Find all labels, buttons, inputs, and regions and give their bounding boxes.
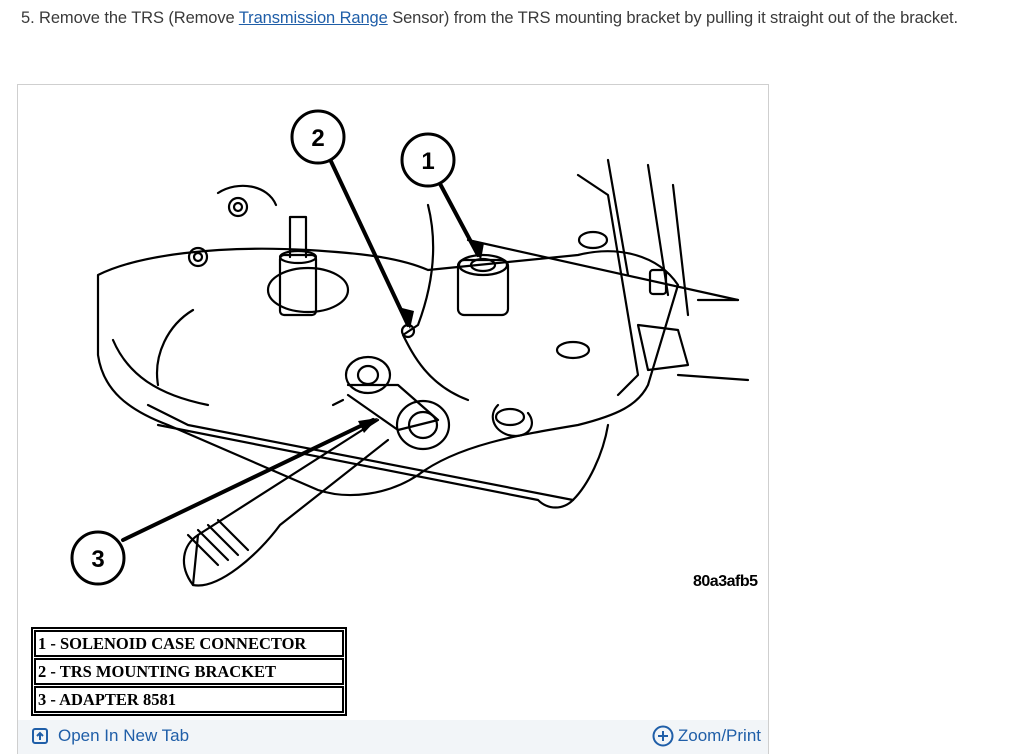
solenoid-case-connector <box>456 258 510 317</box>
zoom-plus-icon <box>652 725 674 747</box>
legend-row: 3 - ADAPTER 8581 <box>34 686 344 713</box>
trs-sensor <box>344 355 392 395</box>
step-instruction: 5. Remove the TRS (Remove Transmission R… <box>21 9 958 28</box>
legend-row: 1 - SOLENOID CASE CONNECTOR <box>34 630 344 657</box>
figure-frame: 2 1 3 80a3afb5 1 - SOLENOID CASE CONNECT… <box>17 84 769 754</box>
zoom-print-label: Zoom/Print <box>677 726 761 745</box>
callout-3-label: 3 <box>91 546 104 573</box>
callout-circles: 2 1 3 <box>70 109 456 586</box>
transmission-range-link[interactable]: Transmission Range <box>238 9 388 27</box>
step-text-prefix: 5. Remove the TRS (Remove <box>21 9 239 27</box>
trs-mounting-bracket <box>401 203 470 402</box>
open-in-new-tab-button[interactable]: Open In New Tab <box>32 726 189 746</box>
zoom-print-button[interactable]: Zoom/Print <box>652 725 761 747</box>
right-plate <box>576 173 640 397</box>
figure-toolbar: Open In New Tab Zoom/Print <box>18 720 768 754</box>
figure-code: 80a3afb5 <box>693 573 758 590</box>
callout-1-label: 1 <box>421 148 434 175</box>
legend-row: 2 - TRS MOUNTING BRACKET <box>34 658 344 685</box>
shaft <box>278 253 318 317</box>
step-text-suffix: Sensor) from the TRS mounting bracket by… <box>387 9 959 27</box>
bolt-left <box>187 246 209 268</box>
transmission-illustration: 2 1 3 <box>70 109 750 587</box>
open-new-tab-icon <box>32 728 48 744</box>
leader-line-2 <box>326 153 410 327</box>
bolt-upper <box>227 196 249 218</box>
leader-line-3 <box>121 418 375 542</box>
legend-table: 1 - SOLENOID CASE CONNECTOR 2 - TRS MOUN… <box>31 627 347 716</box>
callout-3 <box>70 530 126 586</box>
open-in-new-tab-label: Open In New Tab <box>58 726 190 745</box>
callout-1 <box>400 132 456 188</box>
callout-2 <box>290 109 346 165</box>
callout-2-label: 2 <box>311 125 324 152</box>
housing-outline <box>96 247 680 497</box>
